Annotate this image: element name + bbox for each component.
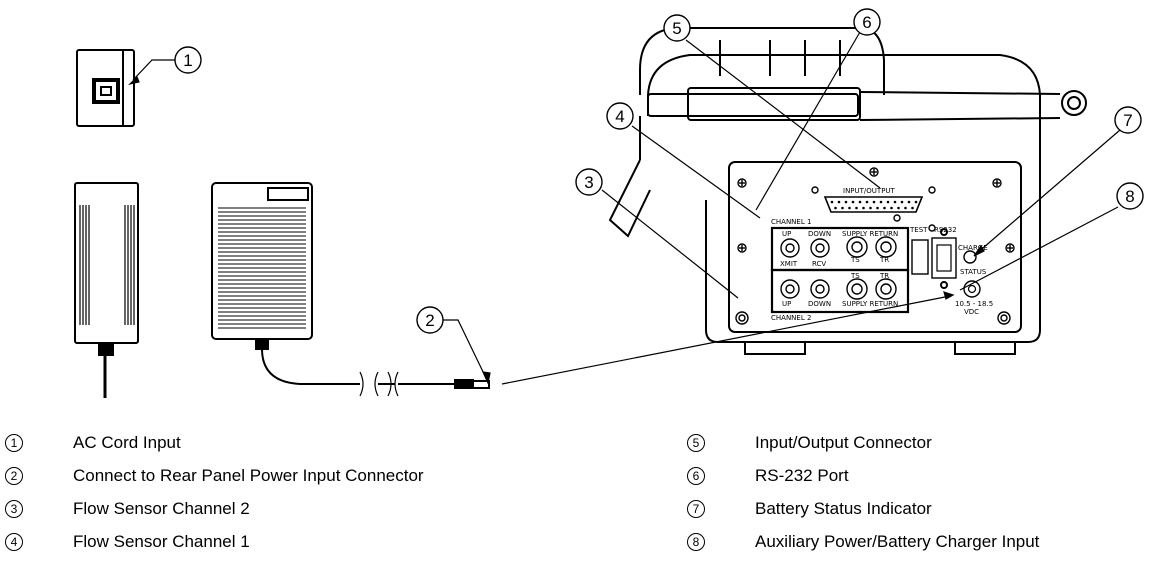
panel-labels: INPUT/OUTPUT CHANNEL 1 CHANNEL 2 UP DOWN… bbox=[771, 187, 993, 322]
svg-text:6: 6 bbox=[862, 13, 871, 32]
equipment-diagram: INPUT/OUTPUT CHANNEL 1 CHANNEL 2 UP DOWN… bbox=[74, 8, 1144, 398]
svg-text:7: 7 bbox=[1123, 111, 1132, 130]
legend-text: Auxiliary Power/Battery Charger Input bbox=[755, 532, 1040, 551]
legend-number: 2 bbox=[5, 467, 23, 485]
status-label: STATUS bbox=[960, 268, 987, 276]
svg-text:3: 3 bbox=[584, 173, 593, 192]
vdc-range-label: 10.5 - 18.5 bbox=[955, 300, 993, 308]
ch2-supply-return-label: SUPPLY RETURN bbox=[842, 300, 898, 308]
vdc-label: VDC bbox=[964, 308, 979, 316]
ch1-ts-label: TS bbox=[850, 256, 860, 264]
ch1-up-label: UP bbox=[782, 230, 791, 238]
instrument-rear-view bbox=[608, 27, 1087, 355]
legend-item-8: 8 Auxiliary Power/Battery Charger Input bbox=[687, 532, 1039, 552]
ch2-up-label: UP bbox=[782, 300, 791, 308]
callout-leaders bbox=[128, 31, 1121, 385]
callout-5: 5 bbox=[663, 14, 691, 42]
ch1-supply-return-label: SUPPLY RETURN bbox=[842, 230, 898, 238]
callout-4: 4 bbox=[606, 102, 634, 130]
callout-8: 8 bbox=[1116, 182, 1144, 210]
ch2-ts-label: TS bbox=[850, 272, 860, 280]
svg-text:4: 4 bbox=[615, 107, 624, 126]
ch1-rcv-label: RCV bbox=[812, 260, 826, 268]
callout-2: 2 bbox=[416, 306, 444, 334]
svg-text:5: 5 bbox=[672, 19, 681, 38]
charge-label: CHARGE bbox=[958, 244, 988, 252]
adapter-top-view bbox=[211, 182, 490, 397]
legend-number: 1 bbox=[5, 434, 23, 452]
ch2-down-label: DOWN bbox=[808, 300, 831, 308]
channel-1-label: CHANNEL 1 bbox=[771, 218, 811, 226]
ch1-tr-label: TR bbox=[879, 256, 889, 264]
legend-number: 7 bbox=[687, 500, 705, 518]
input-output-label: INPUT/OUTPUT bbox=[843, 187, 896, 195]
test-label: TEST bbox=[909, 226, 928, 234]
channel-2-label: CHANNEL 2 bbox=[771, 314, 811, 322]
legend-item-4: 4 Flow Sensor Channel 1 bbox=[5, 532, 250, 552]
callout-6: 6 bbox=[853, 8, 881, 36]
legend-item-1: 1 AC Cord Input bbox=[5, 433, 181, 453]
callout-3: 3 bbox=[575, 168, 603, 196]
svg-text:1: 1 bbox=[183, 51, 192, 70]
legend-text: Input/Output Connector bbox=[755, 433, 932, 452]
legend-number: 5 bbox=[687, 434, 705, 452]
legend-item-5: 5 Input/Output Connector bbox=[687, 433, 932, 453]
ch1-xmit-label: XMIT bbox=[780, 260, 798, 268]
legend-text: Battery Status Indicator bbox=[755, 499, 932, 518]
svg-text:2: 2 bbox=[425, 311, 434, 330]
ch2-tr-label: TR bbox=[879, 272, 889, 280]
callout-markers: 1 2 3 4 5 6 7 8 bbox=[174, 8, 1144, 334]
rs232-label: RS232 bbox=[934, 226, 957, 234]
svg-text:8: 8 bbox=[1125, 187, 1134, 206]
adapter-side-view bbox=[74, 182, 139, 398]
legend-text: Flow Sensor Channel 1 bbox=[73, 532, 250, 551]
adapter-plug-end-view bbox=[76, 49, 135, 127]
legend-item-2: 2 Connect to Rear Panel Power Input Conn… bbox=[5, 466, 424, 486]
legend-number: 4 bbox=[5, 533, 23, 551]
legend-text: RS-232 Port bbox=[755, 466, 849, 485]
legend-item-6: 6 RS-232 Port bbox=[687, 466, 849, 486]
legend-number: 8 bbox=[687, 533, 705, 551]
callout-1: 1 bbox=[174, 46, 202, 74]
legend-item-3: 3 Flow Sensor Channel 2 bbox=[5, 499, 250, 519]
callout-7: 7 bbox=[1114, 106, 1142, 134]
legend-number: 3 bbox=[5, 500, 23, 518]
legend-text: AC Cord Input bbox=[73, 433, 181, 452]
legend-item-7: 7 Battery Status Indicator bbox=[687, 499, 932, 519]
ch1-down-label: DOWN bbox=[808, 230, 831, 238]
legend-text: Connect to Rear Panel Power Input Connec… bbox=[73, 466, 424, 485]
legend-text: Flow Sensor Channel 2 bbox=[73, 499, 250, 518]
legend-number: 6 bbox=[687, 467, 705, 485]
